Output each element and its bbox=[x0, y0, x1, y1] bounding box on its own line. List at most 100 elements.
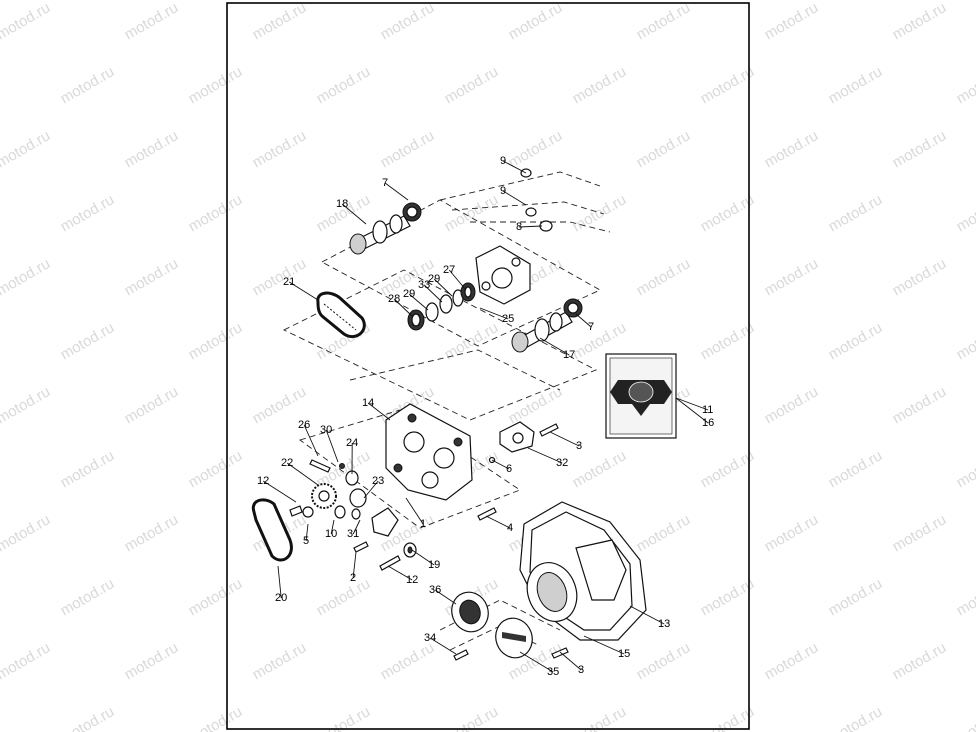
callout-c-3a: 3 bbox=[549, 431, 582, 452]
callout-c-13: 13 bbox=[629, 605, 670, 630]
seal-stack bbox=[407, 282, 476, 331]
watermark-text-27: motod.ru bbox=[826, 63, 886, 107]
o-ring-9b bbox=[525, 207, 537, 217]
callout-label-c-18: 18 bbox=[336, 198, 348, 210]
callout-label-c-30: 30 bbox=[320, 424, 332, 436]
watermark-text-48: motod.ru bbox=[954, 191, 976, 235]
leader-line-c-9a bbox=[502, 160, 527, 174]
callout-label-c-28: 28 bbox=[388, 293, 400, 305]
callout-label-c-24: 24 bbox=[346, 437, 358, 449]
watermark-text-124: motod.ru bbox=[442, 703, 502, 732]
watermark-text-11: motod.ru bbox=[0, 0, 53, 43]
callout-c-16: 16 bbox=[675, 397, 714, 429]
watermark-text-127: motod.ru bbox=[826, 703, 886, 732]
leader-line-c-23 bbox=[363, 480, 379, 499]
watermark-text-68: motod.ru bbox=[954, 319, 976, 363]
callout-label-c-19: 19 bbox=[428, 559, 440, 571]
callout-label-c-16: 16 bbox=[702, 417, 714, 429]
watermark-text-121: motod.ru bbox=[58, 703, 118, 732]
callout-label-c-15: 15 bbox=[618, 648, 630, 660]
callout-c-2: 2 bbox=[350, 551, 357, 584]
callout-c-10: 10 bbox=[325, 519, 337, 540]
callout-c-14: 14 bbox=[362, 397, 391, 421]
leader-line-c-1 bbox=[405, 497, 424, 525]
callout-c-30: 30 bbox=[320, 424, 339, 463]
watermark-text-31: motod.ru bbox=[0, 127, 53, 171]
callout-label-c-13: 13 bbox=[658, 618, 670, 630]
callout-label-c-6: 6 bbox=[506, 463, 512, 475]
bracket-group bbox=[477, 421, 559, 521]
o-rings bbox=[520, 168, 553, 232]
watermark-text-67: motod.ru bbox=[826, 319, 886, 363]
watermark-text-114: motod.ru bbox=[378, 639, 438, 683]
watermark-text-108: motod.ru bbox=[954, 575, 976, 619]
callout-c-29a: 29 bbox=[403, 288, 429, 311]
callout-c-22: 22 bbox=[281, 457, 319, 486]
callout-label-c-4: 4 bbox=[507, 522, 513, 534]
timer-cover-group bbox=[451, 591, 569, 661]
watermark-text-98: motod.ru bbox=[890, 511, 950, 555]
callout-c-7b: 7 bbox=[575, 313, 594, 333]
callout-label-c-7b: 7 bbox=[588, 321, 594, 333]
watermark-text-72: motod.ru bbox=[122, 383, 182, 427]
callout-label-c-14: 14 bbox=[362, 397, 374, 409]
callout-c-7a: 7 bbox=[382, 177, 409, 201]
tensioner-group bbox=[289, 505, 399, 537]
leader-line-c-25 bbox=[479, 307, 509, 320]
leader-line-c-32 bbox=[527, 447, 563, 464]
watermark-text-85: motod.ru bbox=[570, 447, 630, 491]
callout-c-21: 21 bbox=[283, 276, 319, 301]
leader-line-c-17 bbox=[539, 337, 570, 356]
watermark-text-61: motod.ru bbox=[58, 319, 118, 363]
watermark-text-107: motod.ru bbox=[826, 575, 886, 619]
callout-label-c-31: 31 bbox=[347, 528, 359, 540]
watermark-text-123: motod.ru bbox=[314, 703, 374, 732]
watermark-text-71: motod.ru bbox=[0, 383, 53, 427]
leader-line-c-8 bbox=[519, 225, 543, 228]
callout-label-c-12a: 12 bbox=[257, 475, 269, 487]
callout-label-c-26: 26 bbox=[298, 419, 310, 431]
front-camshaft bbox=[511, 298, 583, 353]
watermark-text-56: motod.ru bbox=[634, 255, 694, 299]
callout-label-c-7a: 7 bbox=[382, 177, 388, 189]
leader-line-c-5 bbox=[305, 523, 309, 542]
watermark-text-41: motod.ru bbox=[58, 191, 118, 235]
callout-c-29b: 29 bbox=[428, 273, 453, 297]
watermark-text-57: motod.ru bbox=[762, 255, 822, 299]
callout-c-11: 11 bbox=[675, 397, 713, 416]
callout-c-25: 25 bbox=[479, 307, 514, 325]
leader-line-c-34 bbox=[429, 637, 457, 655]
leader-line-c-15 bbox=[583, 635, 625, 655]
watermark-text-34: motod.ru bbox=[378, 127, 438, 171]
watermark-text-21: motod.ru bbox=[58, 63, 118, 107]
leader-line-c-29b bbox=[433, 278, 453, 297]
callout-label-c-21: 21 bbox=[283, 276, 295, 288]
sprocket-group bbox=[309, 459, 367, 509]
watermark-text-77: motod.ru bbox=[762, 383, 822, 427]
leader-line-c-33 bbox=[423, 284, 443, 303]
watermark-text-45: motod.ru bbox=[570, 191, 630, 235]
callout-c-20: 20 bbox=[275, 565, 287, 604]
callout-label-c-3a: 3 bbox=[576, 440, 582, 452]
callout-c-12a: 12 bbox=[257, 475, 297, 503]
callout-c-4: 4 bbox=[485, 515, 513, 534]
callout-label-c-33: 33 bbox=[418, 279, 430, 291]
watermark-text-97: motod.ru bbox=[762, 511, 822, 555]
watermark-text-91: motod.ru bbox=[0, 511, 53, 555]
watermark-text-51: motod.ru bbox=[0, 255, 53, 299]
callout-c-31: 31 bbox=[347, 519, 361, 540]
watermark-text-81: motod.ru bbox=[58, 447, 118, 491]
watermark-text-37: motod.ru bbox=[762, 127, 822, 171]
leader-line-c-22 bbox=[286, 462, 319, 486]
callout-label-c-8: 8 bbox=[516, 221, 522, 233]
watermark-text-122: motod.ru bbox=[186, 703, 246, 732]
leader-line-c-35 bbox=[519, 651, 554, 673]
leader-line-c-9b bbox=[502, 190, 527, 206]
crankcase-cover bbox=[519, 501, 647, 641]
callout-c-33: 33 bbox=[418, 279, 443, 303]
callout-label-c-11: 11 bbox=[702, 404, 713, 416]
leader-line-c-3b bbox=[559, 651, 582, 671]
leader-line-c-7a bbox=[384, 182, 409, 201]
